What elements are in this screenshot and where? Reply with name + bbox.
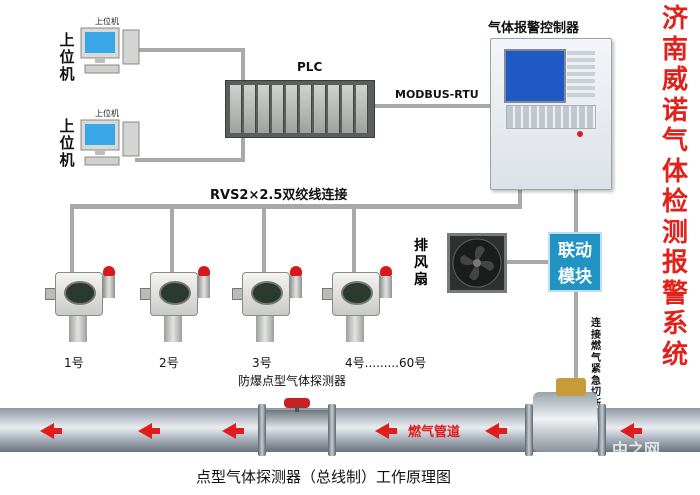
pipe-flange	[598, 404, 606, 456]
valve-note-char: 紧	[591, 364, 601, 375]
title-char: 南	[661, 34, 688, 65]
computer-screen-label: 上位机	[95, 109, 119, 118]
title-char: 测	[661, 217, 688, 248]
title-char: 威	[661, 65, 688, 95]
flow-arrow-icon	[620, 423, 642, 439]
valve-note-char: 气	[591, 352, 601, 364]
valve-note-char: 急	[591, 375, 601, 387]
bus-label: MODBUS-RTU	[395, 88, 479, 101]
wire-fan-linkage	[505, 260, 550, 264]
side-char: 位	[59, 134, 75, 152]
fan-label-char: 风	[414, 255, 428, 271]
title-char: 体	[661, 156, 688, 187]
watermark: 中之网	[612, 440, 661, 459]
wire-linkage-valve	[574, 290, 578, 386]
manual-valve-icon	[266, 410, 328, 450]
linkage-label-line2: 模块	[558, 267, 592, 287]
title-char: 系	[661, 309, 688, 339]
title-char: 报	[661, 248, 688, 278]
side-char: 机	[59, 65, 75, 83]
controller-label: 气体报警控制器	[488, 21, 580, 36]
detector-number-4: 4号.........60号	[345, 356, 427, 370]
linkage-label-line1: 联动	[558, 241, 592, 261]
valve-note-char: 接	[591, 329, 601, 341]
title-char: 诺	[661, 95, 688, 126]
computer-icon	[80, 27, 140, 74]
detector-number-3: 3号	[252, 356, 272, 370]
title-char: 气	[661, 126, 688, 156]
valve-note-char: 切	[591, 387, 601, 398]
wire-pc1-plc-v	[241, 48, 245, 82]
wire-ctrl-linkage	[574, 186, 578, 234]
wire-bus-ctrl-v	[518, 186, 522, 208]
controller-keypad	[506, 105, 596, 129]
wire-bus-main	[70, 204, 522, 209]
pipe-flange	[525, 404, 533, 456]
fan-label-char: 扇	[414, 272, 428, 288]
side-char: 上	[59, 31, 75, 49]
side-char: 上	[59, 117, 75, 135]
computer-side-label: 上 位 机	[59, 32, 75, 83]
flow-arrow-icon	[138, 423, 160, 439]
flow-arrow-icon	[40, 423, 62, 439]
pipe-flange	[258, 404, 266, 456]
footer-caption: 点型气体探测器（总线制）工作原理图	[196, 468, 452, 486]
fan-icon	[447, 233, 507, 293]
detector-number-2: 2号	[159, 356, 179, 370]
valve-note-char: 燃	[591, 341, 601, 352]
detector-icon	[45, 262, 119, 348]
wire-pc2-plc	[135, 158, 245, 162]
computer-1: 上 位 机 上位机	[35, 14, 145, 83]
wire-bus-drop-2	[170, 204, 174, 276]
controller-icon	[490, 38, 612, 190]
computer-2: 上 位 机 上位机	[35, 108, 145, 170]
title-char: 警	[661, 278, 688, 309]
linkage-module: 联动 模块	[548, 232, 602, 292]
system-title-vertical: 济 南 威 诺 气 体 检 测 报 警 系 统	[658, 4, 692, 370]
title-char: 济	[661, 4, 688, 34]
pipe-flange	[328, 404, 336, 456]
wire-bus-drop-1	[70, 204, 74, 284]
plc-icon	[225, 80, 375, 138]
shutoff-valve-icon	[533, 392, 597, 452]
fan-label-char: 排	[414, 238, 428, 254]
computer-side-label: 上 位 机	[59, 118, 75, 169]
flow-arrow-icon	[485, 423, 507, 439]
title-char: 统	[661, 339, 688, 370]
wire-bus-drop-4	[352, 204, 356, 276]
detector-number-1: 1号	[64, 356, 84, 370]
pipe-label: 燃气管道	[408, 425, 461, 440]
manual-valve-stem	[295, 406, 299, 412]
side-char: 位	[59, 48, 75, 66]
title-char: 检	[661, 187, 688, 217]
plc-label: PLC	[297, 60, 323, 74]
flow-arrow-icon	[222, 423, 244, 439]
detector-icon	[140, 262, 214, 348]
wire-pc2-plc-v	[241, 134, 245, 162]
valve-note-char: 连	[591, 318, 601, 329]
controller-screen	[504, 49, 566, 103]
computer-icon	[80, 119, 140, 166]
wire-plc-controller	[372, 104, 492, 108]
shutoff-valve-actuator	[556, 378, 586, 396]
detectors-caption: 防爆点型气体探测器	[238, 374, 347, 388]
computer-screen-label: 上位机	[95, 17, 119, 26]
wire-pc1-plc	[135, 48, 245, 52]
detector-icon	[322, 262, 396, 348]
controller-lock	[577, 131, 583, 137]
fan-label: 排 风 扇	[413, 238, 429, 289]
side-char: 机	[59, 151, 75, 169]
controller-side-panel	[567, 51, 595, 97]
wire-bus-drop-3	[262, 204, 266, 276]
wiring-label: RVS2×2.5双绞线连接	[210, 188, 348, 203]
manual-valve-handle	[284, 398, 310, 408]
flow-arrow-icon	[375, 423, 397, 439]
detector-icon	[232, 262, 306, 348]
